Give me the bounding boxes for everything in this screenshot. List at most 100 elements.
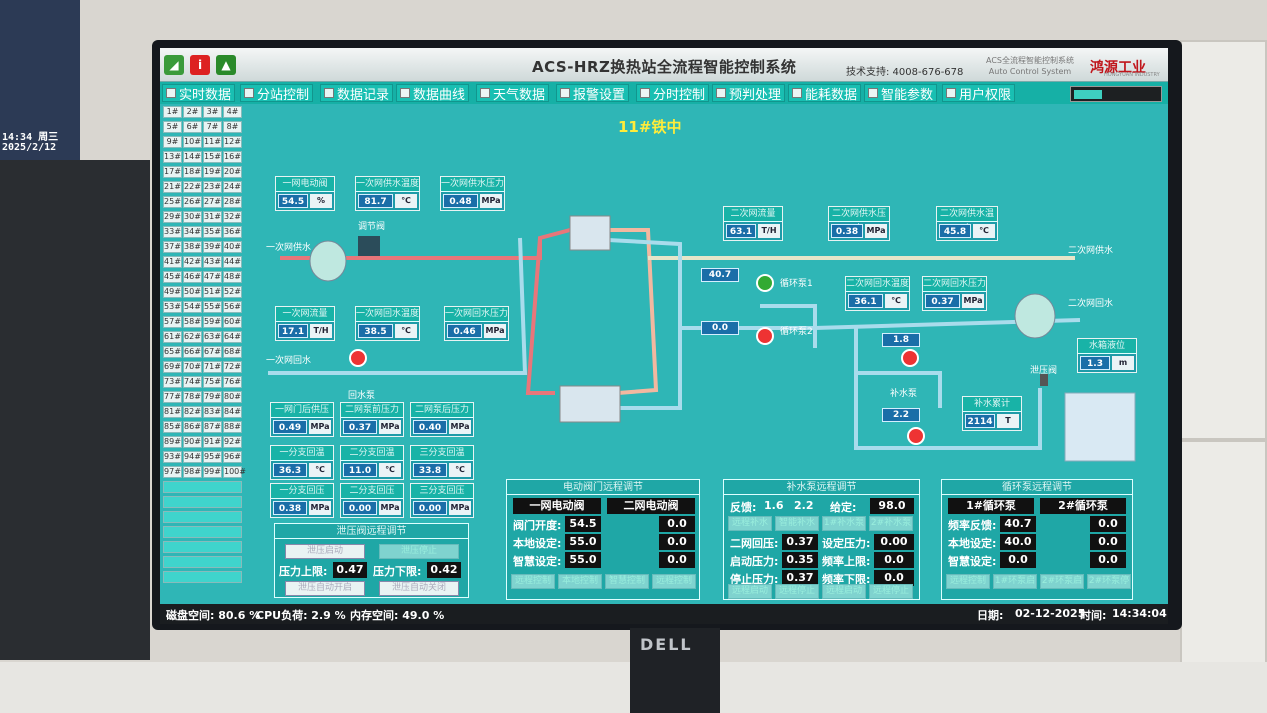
station-cell[interactable]: 69# (163, 361, 182, 373)
station-cell[interactable]: 3# (203, 106, 222, 118)
station-cell[interactable]: 73# (163, 376, 182, 388)
menu-item-5[interactable]: 报警设置 (556, 84, 630, 103)
menu-item-7[interactable]: 预判处理 (712, 84, 786, 103)
station-cell[interactable]: 84# (223, 406, 242, 418)
station-cell[interactable]: 74# (183, 376, 202, 388)
station-cell[interactable]: 5# (163, 121, 182, 133)
station-cell[interactable]: 34# (183, 226, 202, 238)
makeup-bottom-button-3[interactable]: 远程停止 (869, 584, 913, 599)
station-cell[interactable]: 57# (163, 316, 182, 328)
station-cell[interactable]: 8# (223, 121, 242, 133)
station-cell[interactable]: 76# (223, 376, 242, 388)
station-cell[interactable]: 62# (183, 331, 202, 343)
station-cell[interactable]: 14# (183, 151, 202, 163)
station-cell[interactable]: 10# (183, 136, 202, 148)
station-cell[interactable]: 96# (223, 451, 242, 463)
circ-button-0[interactable]: 远程控制 (946, 574, 990, 589)
menu-item-6[interactable]: 分时控制 (636, 84, 710, 103)
circ-button-1[interactable]: 1#环泵启 (993, 574, 1037, 589)
makeup-top-button-3[interactable]: 2#补水泵 (869, 516, 913, 531)
circ-button-2[interactable]: 2#环泵启 (1040, 574, 1084, 589)
makeup-bottom-button-0[interactable]: 远程启动 (728, 584, 772, 599)
circ-button-3[interactable]: 2#环泵停 (1087, 574, 1131, 589)
station-cell[interactable]: 56# (223, 301, 242, 313)
station-cell[interactable]: 19# (203, 166, 222, 178)
makeup-top-button-2[interactable]: 1#补水泵 (822, 516, 866, 531)
valve-button-2[interactable]: 智慧控制 (605, 574, 649, 589)
makeup-bottom-button-1[interactable]: 远程停止 (775, 584, 819, 599)
relief-start-button[interactable]: 泄压启动 (285, 544, 365, 559)
station-cell[interactable]: 93# (163, 451, 182, 463)
station-cell[interactable]: 72# (223, 361, 242, 373)
station-cell[interactable]: 6# (183, 121, 202, 133)
station-cell[interactable]: 50# (183, 286, 202, 298)
station-cell[interactable]: 25# (163, 196, 182, 208)
station-cell[interactable]: 65# (163, 346, 182, 358)
station-cell[interactable]: 78# (183, 391, 202, 403)
station-cell[interactable]: 97# (163, 466, 182, 478)
valve-button-1[interactable]: 本地控制 (558, 574, 602, 589)
station-cell[interactable]: 20# (223, 166, 242, 178)
menu-item-8[interactable]: 能耗数据 (788, 84, 862, 103)
station-cell[interactable]: 89# (163, 436, 182, 448)
station-cell[interactable]: 27# (203, 196, 222, 208)
station-cell[interactable]: 15# (203, 151, 222, 163)
station-cell[interactable]: 88# (223, 421, 242, 433)
station-cell[interactable]: 91# (203, 436, 222, 448)
station-cell[interactable]: 45# (163, 271, 182, 283)
station-cell[interactable]: 12# (223, 136, 242, 148)
station-cell[interactable]: 81# (163, 406, 182, 418)
station-cell[interactable]: 40# (223, 241, 242, 253)
menu-item-1[interactable]: 分站控制 (240, 84, 314, 103)
station-cell[interactable]: 24# (223, 181, 242, 193)
station-cell[interactable]: 90# (183, 436, 202, 448)
station-cell[interactable]: 46# (183, 271, 202, 283)
station-cell[interactable]: 9# (163, 136, 182, 148)
alarm-icon[interactable]: ▲ (216, 55, 236, 75)
valve-button-3[interactable]: 远程控制 (652, 574, 696, 589)
station-cell[interactable]: 95# (203, 451, 222, 463)
station-cell[interactable]: 63# (203, 331, 222, 343)
station-cell[interactable]: 67# (203, 346, 222, 358)
makeup-top-button-0[interactable]: 远程补水 (728, 516, 772, 531)
signal-icon[interactable]: ◢ (164, 55, 184, 75)
station-cell[interactable]: 32# (223, 211, 242, 223)
station-cell[interactable]: 51# (203, 286, 222, 298)
menu-item-4[interactable]: 天气数据 (476, 84, 550, 103)
station-cell[interactable]: 11# (203, 136, 222, 148)
station-cell[interactable]: 30# (183, 211, 202, 223)
menu-item-10[interactable]: 用户权限 (942, 84, 1016, 103)
station-cell[interactable]: 17# (163, 166, 182, 178)
menu-item-3[interactable]: 数据曲线 (396, 84, 470, 103)
relief-auto-on-button[interactable]: 泄压自动开启 (285, 581, 365, 596)
station-cell[interactable]: 26# (183, 196, 202, 208)
station-cell[interactable]: 82# (183, 406, 202, 418)
makeup-top-button-1[interactable]: 智能补水 (775, 516, 819, 531)
station-cell[interactable]: 38# (183, 241, 202, 253)
station-cell[interactable]: 75# (203, 376, 222, 388)
station-cell[interactable]: 49# (163, 286, 182, 298)
station-cell[interactable]: 28# (223, 196, 242, 208)
station-cell[interactable]: 59# (203, 316, 222, 328)
station-cell[interactable]: 21# (163, 181, 182, 193)
makeup-bottom-button-2[interactable]: 远程启动 (822, 584, 866, 599)
station-cell[interactable]: 23# (203, 181, 222, 193)
station-cell[interactable]: 1# (163, 106, 182, 118)
station-cell[interactable]: 99# (203, 466, 222, 478)
station-cell[interactable]: 53# (163, 301, 182, 313)
station-cell[interactable]: 70# (183, 361, 202, 373)
station-cell[interactable]: 29# (163, 211, 182, 223)
station-cell[interactable]: 16# (223, 151, 242, 163)
station-cell[interactable]: 39# (203, 241, 222, 253)
station-cell[interactable]: 92# (223, 436, 242, 448)
station-cell[interactable]: 31# (203, 211, 222, 223)
station-cell[interactable]: 13# (163, 151, 182, 163)
station-cell[interactable]: 54# (183, 301, 202, 313)
station-cell[interactable]: 44# (223, 256, 242, 268)
station-cell[interactable]: 79# (203, 391, 222, 403)
station-cell[interactable]: 4# (223, 106, 242, 118)
info-icon[interactable]: i (190, 55, 210, 75)
station-cell[interactable]: 58# (183, 316, 202, 328)
station-cell[interactable]: 83# (203, 406, 222, 418)
station-cell[interactable]: 18# (183, 166, 202, 178)
